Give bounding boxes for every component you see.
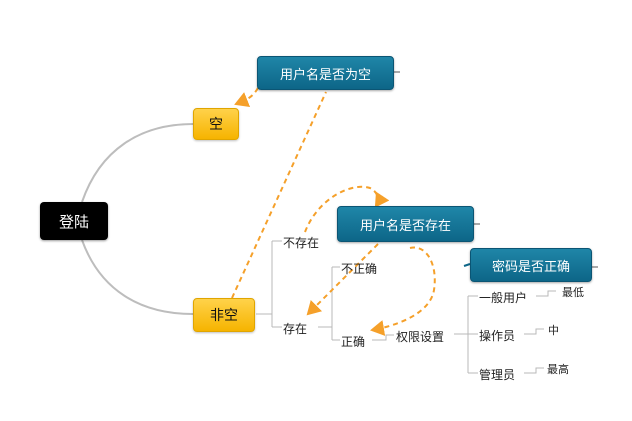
callout-password-correct[interactable]: 密码是否正确 <box>470 248 592 282</box>
connector-root-nonempty <box>81 239 194 315</box>
connector-role-levels <box>524 290 556 374</box>
connector-nonempty-children <box>256 240 282 328</box>
root-node[interactable]: 登陆 <box>40 202 108 240</box>
connector-root-empty <box>81 123 194 203</box>
arrow-callout3-to-password <box>463 263 471 267</box>
arrow-nonempty-to-callout1 <box>231 91 327 299</box>
branch-nonempty[interactable]: 非空 <box>193 298 255 332</box>
label-role-admin[interactable]: 管理员 <box>479 368 516 382</box>
callout-username-empty[interactable]: 用户名是否为空 <box>257 56 394 90</box>
arrow-callout2-to-exist <box>306 243 379 316</box>
connector-permission-roles <box>454 295 478 374</box>
label-level-mid[interactable]: 中 <box>548 324 559 337</box>
label-not-exist[interactable]: 不存在 <box>283 236 320 250</box>
callout-tails <box>394 71 598 268</box>
arrow-notexist-loop <box>304 185 390 233</box>
label-permission[interactable]: 权限设置 <box>396 330 445 344</box>
label-role-user[interactable]: 一般用户 <box>479 291 528 305</box>
arrow-incorrect-loop <box>370 246 436 336</box>
label-role-operator[interactable]: 操作员 <box>479 329 516 343</box>
label-level-high[interactable]: 最高 <box>547 363 569 376</box>
callout-username-exists[interactable]: 用户名是否存在 <box>337 206 474 242</box>
label-level-low[interactable]: 最低 <box>562 286 584 299</box>
branch-empty[interactable]: 空 <box>193 108 239 140</box>
label-incorrect[interactable]: 不正确 <box>341 262 378 276</box>
connector-correct-permission <box>372 334 394 341</box>
label-exist[interactable]: 存在 <box>283 322 308 336</box>
label-correct[interactable]: 正确 <box>341 335 366 349</box>
connector-exist-children <box>318 266 340 341</box>
arrow-callout1-to-empty <box>234 87 259 107</box>
